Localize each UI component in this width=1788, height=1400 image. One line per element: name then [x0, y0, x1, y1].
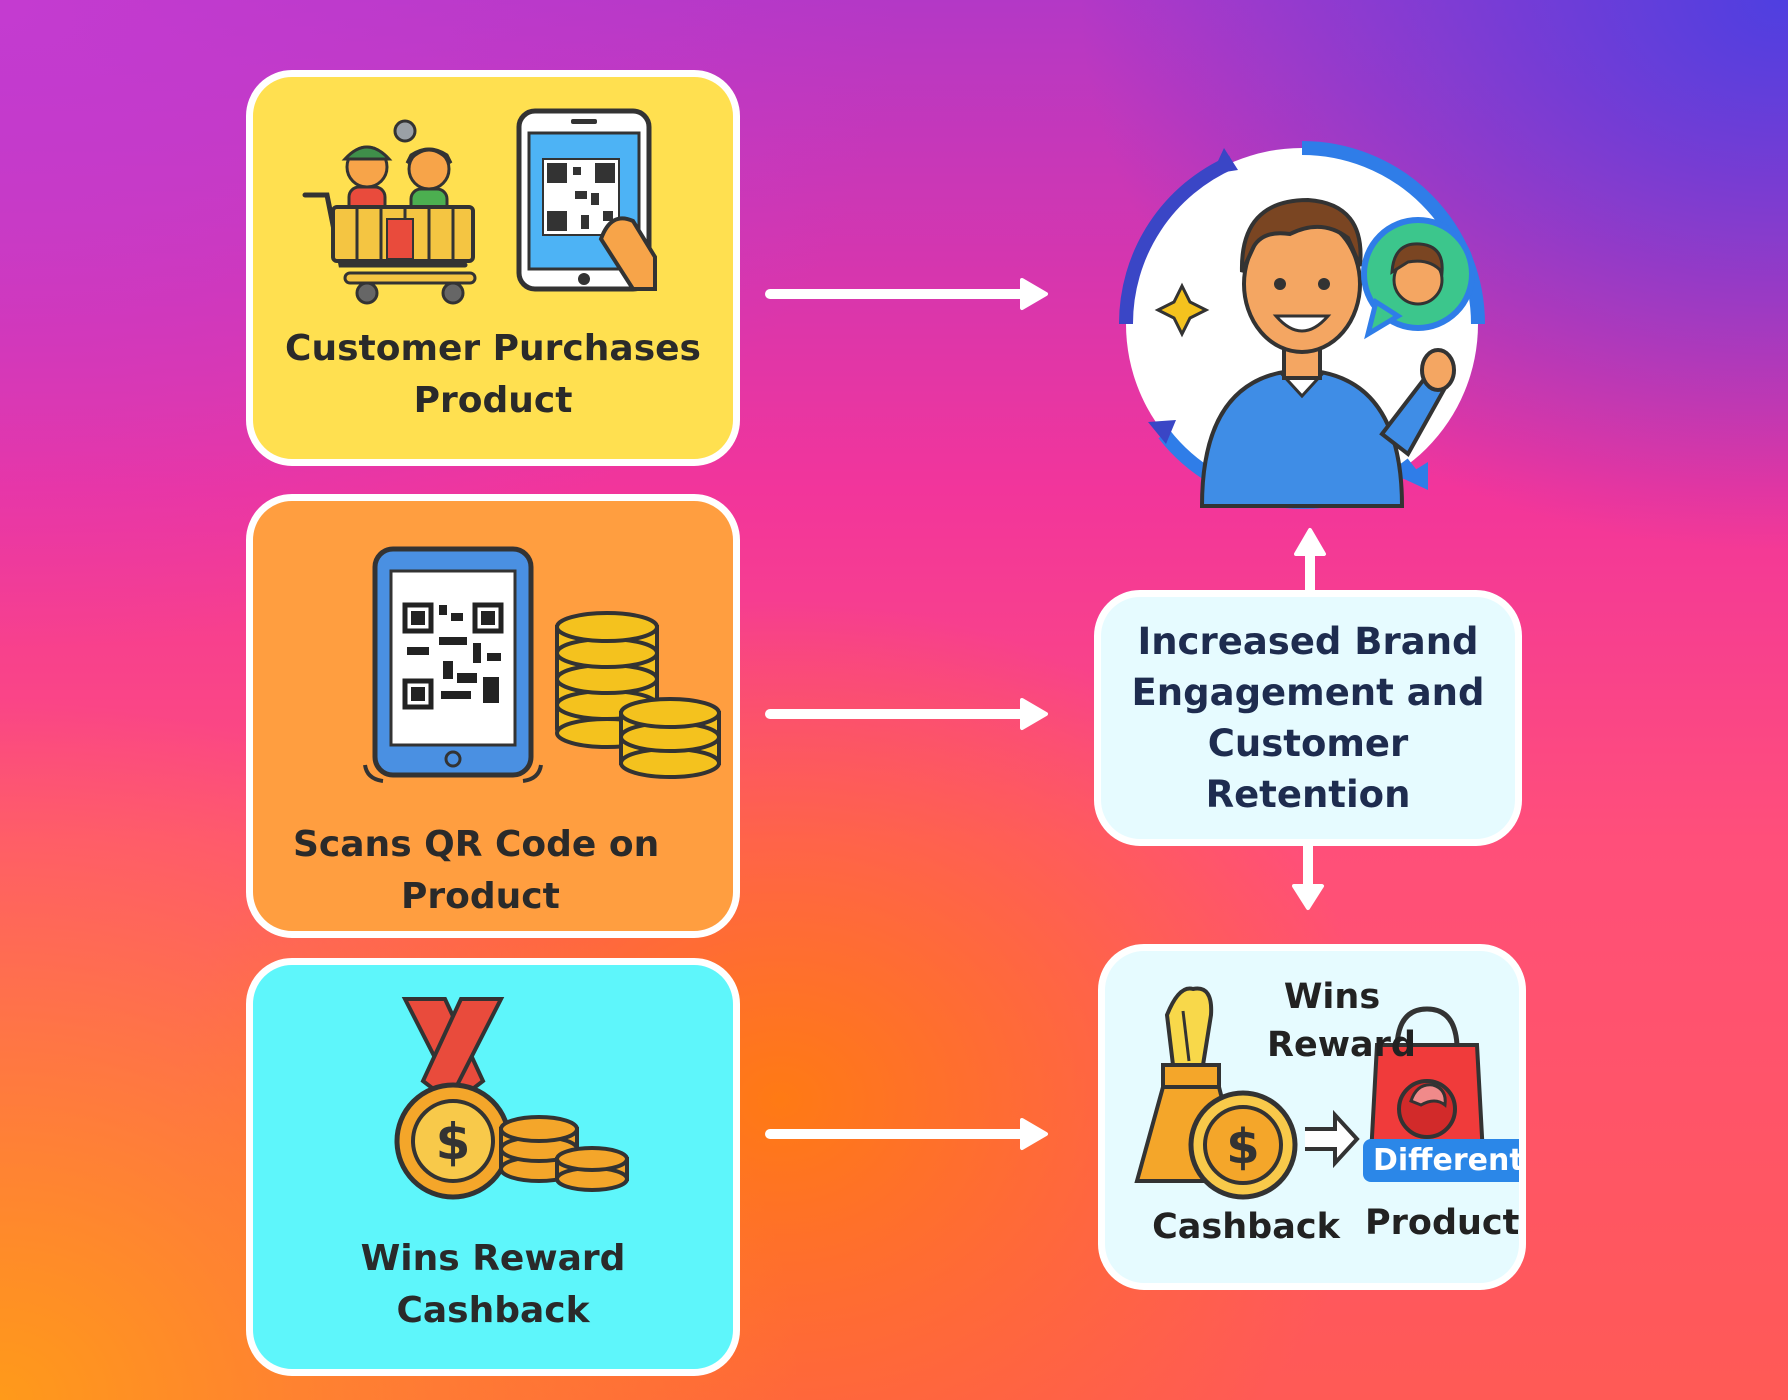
step-label-reward: Wins Reward Cashback	[253, 1233, 733, 1337]
step-label-line1: Scans QR Code on	[293, 824, 660, 865]
engagement-card: Increased Brand Engagement and Customer …	[1094, 590, 1522, 846]
step-card-reward: $ Wins Reward Cashback	[246, 958, 740, 1376]
dollar-coin-icon: $	[1188, 1090, 1298, 1200]
happy-customer-icon	[1112, 134, 1502, 524]
outcome-card: $ Wins Reward Different Cashback Product	[1098, 944, 1526, 1290]
step-label-line1: Customer Purchases	[285, 328, 701, 369]
engagement-line3: Customer Retention	[1205, 722, 1411, 816]
phone-qr-icon	[353, 543, 553, 797]
step-label-purchase: Customer Purchases Product	[253, 323, 733, 427]
step-card-purchase: Customer Purchases Product	[246, 70, 740, 466]
engagement-line1: Increased Brand	[1137, 620, 1479, 663]
engagement-label: Increased Brand Engagement and Customer …	[1101, 616, 1515, 820]
svg-text:$: $	[1226, 1119, 1259, 1175]
right-arrow-icon	[1301, 1109, 1361, 1173]
step-label-line2: Product	[401, 876, 560, 917]
sparkle-icon	[1154, 282, 1210, 338]
outcome-wins-reward: Wins Reward	[1267, 973, 1416, 1069]
different-badge: Different	[1363, 1139, 1519, 1182]
outcome-reward-label: Reward	[1267, 1025, 1416, 1065]
coin-stack-icon	[499, 1115, 629, 1192]
shopping-cart-icon	[297, 115, 497, 309]
money-bag-icon: $	[1133, 985, 1303, 1219]
step-card-scan: Scans QR Code on Product	[246, 494, 740, 938]
svg-text:$: $	[436, 1113, 471, 1171]
step-label-scan: Scans QR Code on Product	[253, 819, 733, 923]
medal-icon: $	[393, 991, 633, 1235]
phone-qr-icon	[515, 107, 665, 301]
outcome-cashback-label: Cashback	[1152, 1207, 1340, 1247]
outcome-wins-label: Wins	[1283, 977, 1381, 1017]
step-label-line1: Wins Reward	[360, 1238, 626, 1279]
chat-bubble-icon	[1361, 217, 1475, 340]
outcome-product-label: Product	[1365, 1203, 1520, 1243]
step-label-line2: Cashback	[396, 1290, 590, 1331]
coin-stack-icon	[553, 609, 723, 793]
step-label-line2: Product	[413, 380, 573, 421]
shopping-bag-icon	[1367, 1005, 1487, 1169]
engagement-line2: Engagement and	[1131, 671, 1485, 714]
